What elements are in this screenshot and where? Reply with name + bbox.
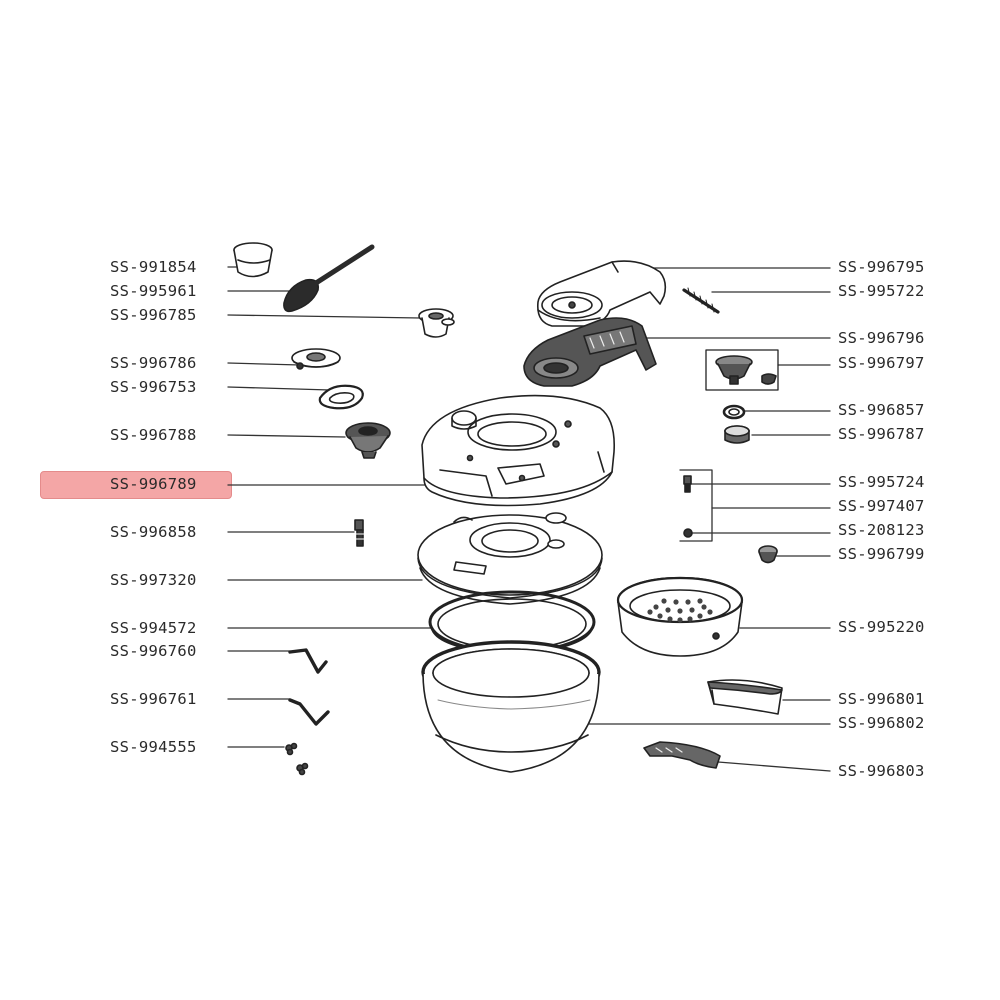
valve-assembly [705,349,779,391]
float-valve-pin [354,519,365,547]
inner-pot [421,640,601,773]
wire-clip-1 [288,648,328,674]
float-pin [683,475,692,493]
part-label-left-1[interactable]: SS-991854 [110,258,197,276]
small-knob [758,545,778,564]
small-seal [683,528,693,538]
part-label-right-10[interactable]: SS-996799 [838,545,925,563]
part-label-left-2[interactable]: SS-995961 [110,282,197,300]
part-label-left-7-highlighted[interactable]: SS-996789 [110,475,197,493]
measuring-cup [233,242,273,278]
small-screws [285,742,309,776]
condensation-cup [707,679,783,715]
serving-spoon [283,244,375,313]
o-ring [722,404,746,420]
part-label-left-5[interactable]: SS-996753 [110,378,197,396]
latch-piece [643,741,721,769]
part-label-right-12[interactable]: SS-996801 [838,690,925,708]
part-label-left-8[interactable]: SS-996858 [110,523,197,541]
part-label-left-6[interactable]: SS-996788 [110,426,197,444]
steam-basket [616,576,744,657]
part-label-right-2[interactable]: SS-995722 [838,282,925,300]
part-label-right-1[interactable]: SS-996795 [838,258,925,276]
part-label-right-4[interactable]: SS-996797 [838,354,925,372]
inner-lid [417,512,603,605]
part-label-right-13[interactable]: SS-996802 [838,714,925,732]
part-label-right-5[interactable]: SS-996857 [838,401,925,419]
part-label-right-3[interactable]: SS-996796 [838,329,925,347]
part-label-right-6[interactable]: SS-996787 [838,425,925,443]
part-label-right-14[interactable]: SS-996803 [838,762,925,780]
wire-clip-2 [288,698,330,726]
part-label-left-13[interactable]: SS-994555 [110,738,197,756]
part-label-right-11[interactable]: SS-995220 [838,618,925,636]
part-label-right-7[interactable]: SS-995724 [838,473,925,491]
pressure-knob [345,422,391,459]
part-label-left-9[interactable]: SS-997320 [110,571,197,589]
selected-part-highlight [40,471,232,499]
part-label-left-11[interactable]: SS-996760 [110,642,197,660]
spring [682,287,720,314]
leader-lines [227,266,831,772]
part-label-left-3[interactable]: SS-996785 [110,306,197,324]
lid-cover-top [421,394,616,507]
handle-top-cover [536,260,667,327]
part-label-right-9[interactable]: SS-208123 [838,521,925,539]
seal-square [318,384,364,410]
part-label-left-12[interactable]: SS-996761 [110,690,197,708]
handle-base [523,317,657,387]
valve-cap [724,425,750,444]
steam-valve-piece [418,308,455,338]
part-label-left-10[interactable]: SS-994572 [110,619,197,637]
valve-disc [291,348,341,370]
part-label-right-8[interactable]: SS-997407 [838,497,925,515]
part-label-left-4[interactable]: SS-996786 [110,354,197,372]
